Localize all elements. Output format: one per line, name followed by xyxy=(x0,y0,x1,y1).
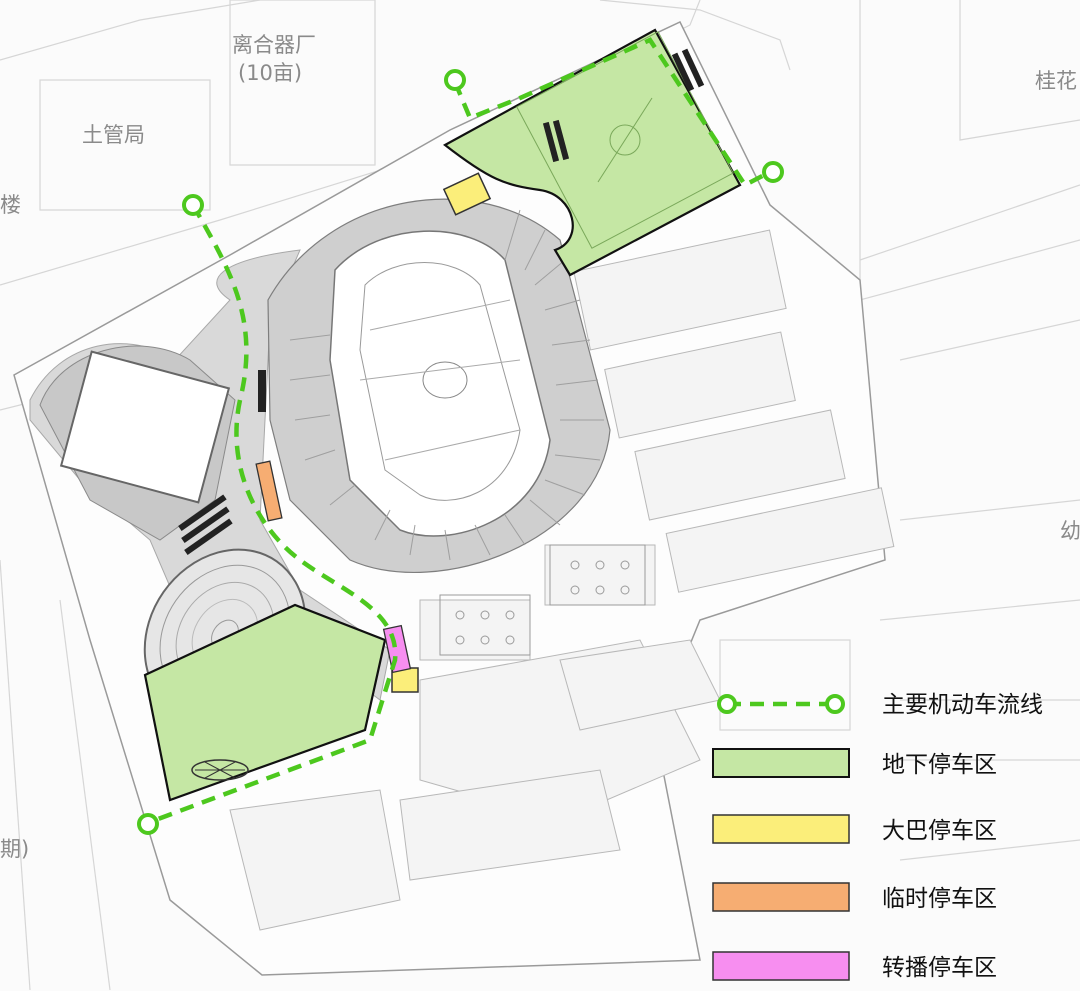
stadium xyxy=(267,198,611,573)
small-courts xyxy=(439,544,646,656)
place-label-factory: 离合器厂 xyxy=(232,33,316,57)
place-label-guihua: 桂花 xyxy=(1035,69,1077,93)
legend: 主要机动车流线 地下停车区 大巴停车区 临时停车区 转播停车区 xyxy=(712,692,1043,981)
place-label-factory-area: (10亩) xyxy=(238,61,302,85)
legend-item-broadcast: 转播停车区 xyxy=(712,951,997,981)
legend-item-underground: 地下停车区 xyxy=(712,748,997,778)
legend-item-bus: 大巴停车区 xyxy=(712,814,997,844)
legend-label-temporary: 临时停车区 xyxy=(882,886,997,912)
route-entry-node xyxy=(762,161,784,183)
bus-parking-north xyxy=(442,172,492,216)
campus-buildings xyxy=(229,229,895,931)
legend-label-broadcast: 转播停车区 xyxy=(882,955,997,981)
place-label-you: 幼 xyxy=(1060,519,1080,543)
legend-item-temporary: 临时停车区 xyxy=(712,882,997,912)
route-entry-node xyxy=(444,69,466,91)
crosswalks xyxy=(178,48,705,555)
place-labels: 离合器厂 (10亩) 土管局 桂花 楼 期) 幼 xyxy=(0,33,1080,861)
temporary-parking xyxy=(255,460,283,522)
legend-label-bus: 大巴停车区 xyxy=(882,818,997,844)
place-label-lou: 楼 xyxy=(0,193,21,217)
route-entry-node xyxy=(137,813,159,835)
underground-parking-sw xyxy=(143,603,387,802)
route-entry-node xyxy=(182,194,204,216)
legend-label-underground: 地下停车区 xyxy=(882,752,997,778)
main-vehicle-route xyxy=(137,37,784,835)
legend-label-route: 主要机动车流线 xyxy=(882,692,1043,718)
place-label-qi: 期) xyxy=(0,837,29,861)
legend-item-route: 主要机动车流线 xyxy=(717,692,1043,718)
arena-building xyxy=(39,345,236,541)
place-label-land-bureau: 土管局 xyxy=(82,123,145,147)
